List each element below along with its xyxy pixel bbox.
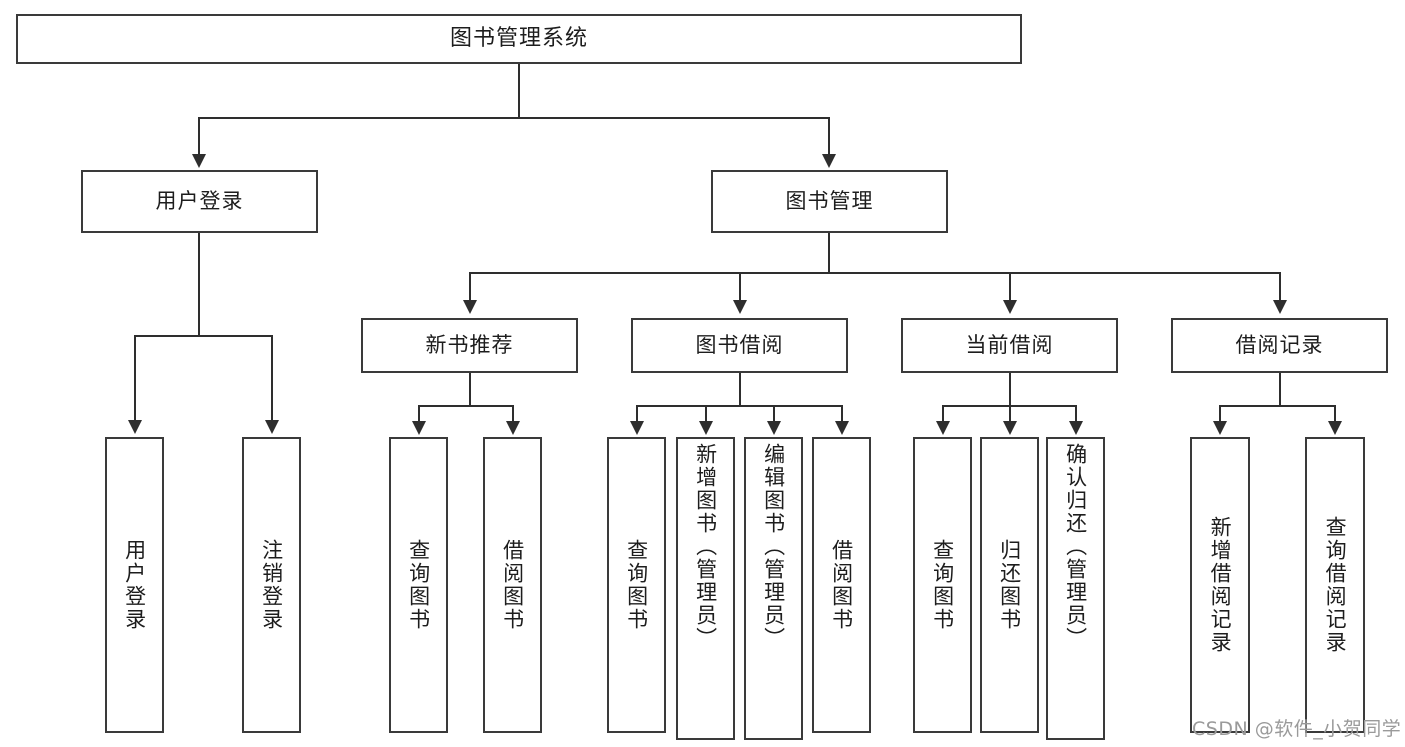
arrow-current-borrow-to-leaf1 bbox=[936, 421, 950, 435]
node-label: 借阅图书 bbox=[829, 539, 854, 631]
connector-book-manage-trunk bbox=[828, 233, 830, 272]
node-label: 编辑图书（管理员） bbox=[761, 443, 786, 650]
arrow-current-borrow-to-leaf2 bbox=[1003, 421, 1017, 435]
connector-current-borrow-trunk bbox=[1009, 373, 1011, 405]
arrow-user-login-to-leaf1 bbox=[128, 420, 142, 434]
node-new-book-recommend[interactable]: 新书推荐 bbox=[361, 318, 578, 373]
arrow-root-to-book-manage bbox=[822, 154, 836, 168]
connector-user-login-to-leaf1 bbox=[134, 335, 136, 420]
node-label: 图书管理系统 bbox=[449, 26, 588, 52]
arrow-book-manage-to-book-borrow bbox=[733, 300, 747, 314]
connector-borrow-record-bar bbox=[1219, 405, 1335, 407]
connector-root-to-user-login bbox=[198, 117, 200, 154]
arrow-book-manage-to-new-book-rec bbox=[463, 300, 477, 314]
connector-book-borrow-to-leaf1 bbox=[636, 405, 638, 421]
leaf-borrow-edit-book-admin[interactable]: 编辑图书（管理员） bbox=[744, 437, 803, 740]
node-current-borrow[interactable]: 当前借阅 bbox=[901, 318, 1118, 373]
node-label: 借阅图书 bbox=[500, 539, 525, 631]
arrow-borrow-record-to-leaf1 bbox=[1213, 421, 1227, 435]
arrow-book-manage-to-borrow-record bbox=[1273, 300, 1287, 314]
leaf-recommend-borrow-book[interactable]: 借阅图书 bbox=[483, 437, 542, 733]
leaf-recommend-query-book[interactable]: 查询图书 bbox=[389, 437, 448, 733]
node-label: 借阅记录 bbox=[1235, 333, 1324, 358]
leaf-borrow-add-book-admin[interactable]: 新增图书（管理员） bbox=[676, 437, 735, 740]
connector-current-borrow-to-leaf2 bbox=[1009, 405, 1011, 421]
leaf-borrow-lend-book[interactable]: 借阅图书 bbox=[812, 437, 871, 733]
connector-book-borrow-to-leaf3 bbox=[773, 405, 775, 421]
arrow-book-borrow-to-leaf1 bbox=[630, 421, 644, 435]
leaf-record-query-borrow-record[interactable]: 查询借阅记录 bbox=[1305, 437, 1365, 733]
arrow-new-book-rec-to-leaf1 bbox=[412, 421, 426, 435]
node-label: 查询图书 bbox=[624, 539, 649, 631]
node-label: 新书推荐 bbox=[425, 333, 514, 358]
leaf-current-return-book[interactable]: 归还图书 bbox=[980, 437, 1039, 733]
leaf-borrow-query-book[interactable]: 查询图书 bbox=[607, 437, 666, 733]
connector-book-manage-to-book-borrow bbox=[739, 272, 741, 300]
node-label: 图书借阅 bbox=[695, 333, 784, 358]
connector-book-borrow-trunk bbox=[739, 373, 741, 405]
node-book-manage[interactable]: 图书管理 bbox=[711, 170, 948, 233]
node-label: 当前借阅 bbox=[965, 333, 1054, 358]
node-label: 归还图书 bbox=[997, 539, 1022, 631]
arrow-book-borrow-to-leaf2 bbox=[699, 421, 713, 435]
connector-current-borrow-to-leaf3 bbox=[1075, 405, 1077, 421]
arrow-borrow-record-to-leaf2 bbox=[1328, 421, 1342, 435]
connector-root-trunk bbox=[518, 64, 520, 117]
arrow-book-borrow-to-leaf3 bbox=[767, 421, 781, 435]
arrow-book-manage-to-current-borrow bbox=[1003, 300, 1017, 314]
leaf-current-query-book[interactable]: 查询图书 bbox=[913, 437, 972, 733]
arrow-new-book-rec-to-leaf2 bbox=[506, 421, 520, 435]
node-label: 图书管理 bbox=[785, 189, 874, 214]
node-label: 用户登录 bbox=[155, 189, 244, 214]
arrow-user-login-to-leaf2 bbox=[265, 420, 279, 434]
connector-book-manage-to-new-book-rec bbox=[469, 272, 471, 300]
connector-book-borrow-to-leaf2 bbox=[705, 405, 707, 421]
node-user-login[interactable]: 用户登录 bbox=[81, 170, 318, 233]
leaf-record-add-borrow-record[interactable]: 新增借阅记录 bbox=[1190, 437, 1250, 733]
node-label: 注销登录 bbox=[259, 539, 284, 631]
node-book-borrow[interactable]: 图书借阅 bbox=[631, 318, 848, 373]
node-label: 新增图书（管理员） bbox=[693, 443, 718, 650]
connector-root-to-book-manage bbox=[828, 117, 830, 154]
connector-user-login-to-leaf2 bbox=[271, 335, 273, 420]
connector-user-login-bar bbox=[134, 335, 272, 337]
leaf-current-confirm-return-admin[interactable]: 确认归还（管理员） bbox=[1046, 437, 1105, 740]
connector-borrow-record-trunk bbox=[1279, 373, 1281, 405]
node-label: 查询图书 bbox=[406, 539, 431, 631]
arrow-root-to-user-login bbox=[192, 154, 206, 168]
arrow-current-borrow-to-leaf3 bbox=[1069, 421, 1083, 435]
node-borrow-record[interactable]: 借阅记录 bbox=[1171, 318, 1388, 373]
leaf-user-logout[interactable]: 注销登录 bbox=[242, 437, 301, 733]
node-label: 查询借阅记录 bbox=[1323, 516, 1348, 654]
connector-current-borrow-to-leaf1 bbox=[942, 405, 944, 421]
leaf-user-login[interactable]: 用户登录 bbox=[105, 437, 164, 733]
connector-root-bar bbox=[198, 117, 830, 119]
connector-book-manage-to-current-borrow bbox=[1009, 272, 1011, 300]
connector-book-manage-bar bbox=[469, 272, 1281, 274]
connector-book-borrow-to-leaf4 bbox=[841, 405, 843, 421]
node-label: 用户登录 bbox=[122, 539, 147, 631]
node-label: 确认归还（管理员） bbox=[1063, 443, 1088, 650]
connector-borrow-record-to-leaf2 bbox=[1334, 405, 1336, 421]
connector-new-book-rec-to-leaf1 bbox=[418, 405, 420, 421]
csdn-watermark: CSDN @软件_小贺同学 bbox=[1192, 718, 1402, 740]
node-root-system[interactable]: 图书管理系统 bbox=[16, 14, 1022, 64]
connector-book-manage-to-borrow-record bbox=[1279, 272, 1281, 300]
connector-new-book-rec-to-leaf2 bbox=[512, 405, 514, 421]
node-label: 新增借阅记录 bbox=[1208, 516, 1233, 654]
connector-book-borrow-bar bbox=[636, 405, 842, 407]
connector-borrow-record-to-leaf1 bbox=[1219, 405, 1221, 421]
node-label: 查询图书 bbox=[930, 539, 955, 631]
arrow-book-borrow-to-leaf4 bbox=[835, 421, 849, 435]
connector-new-book-rec-trunk bbox=[469, 373, 471, 405]
connector-new-book-rec-bar bbox=[418, 405, 513, 407]
connector-user-login-trunk bbox=[198, 233, 200, 335]
